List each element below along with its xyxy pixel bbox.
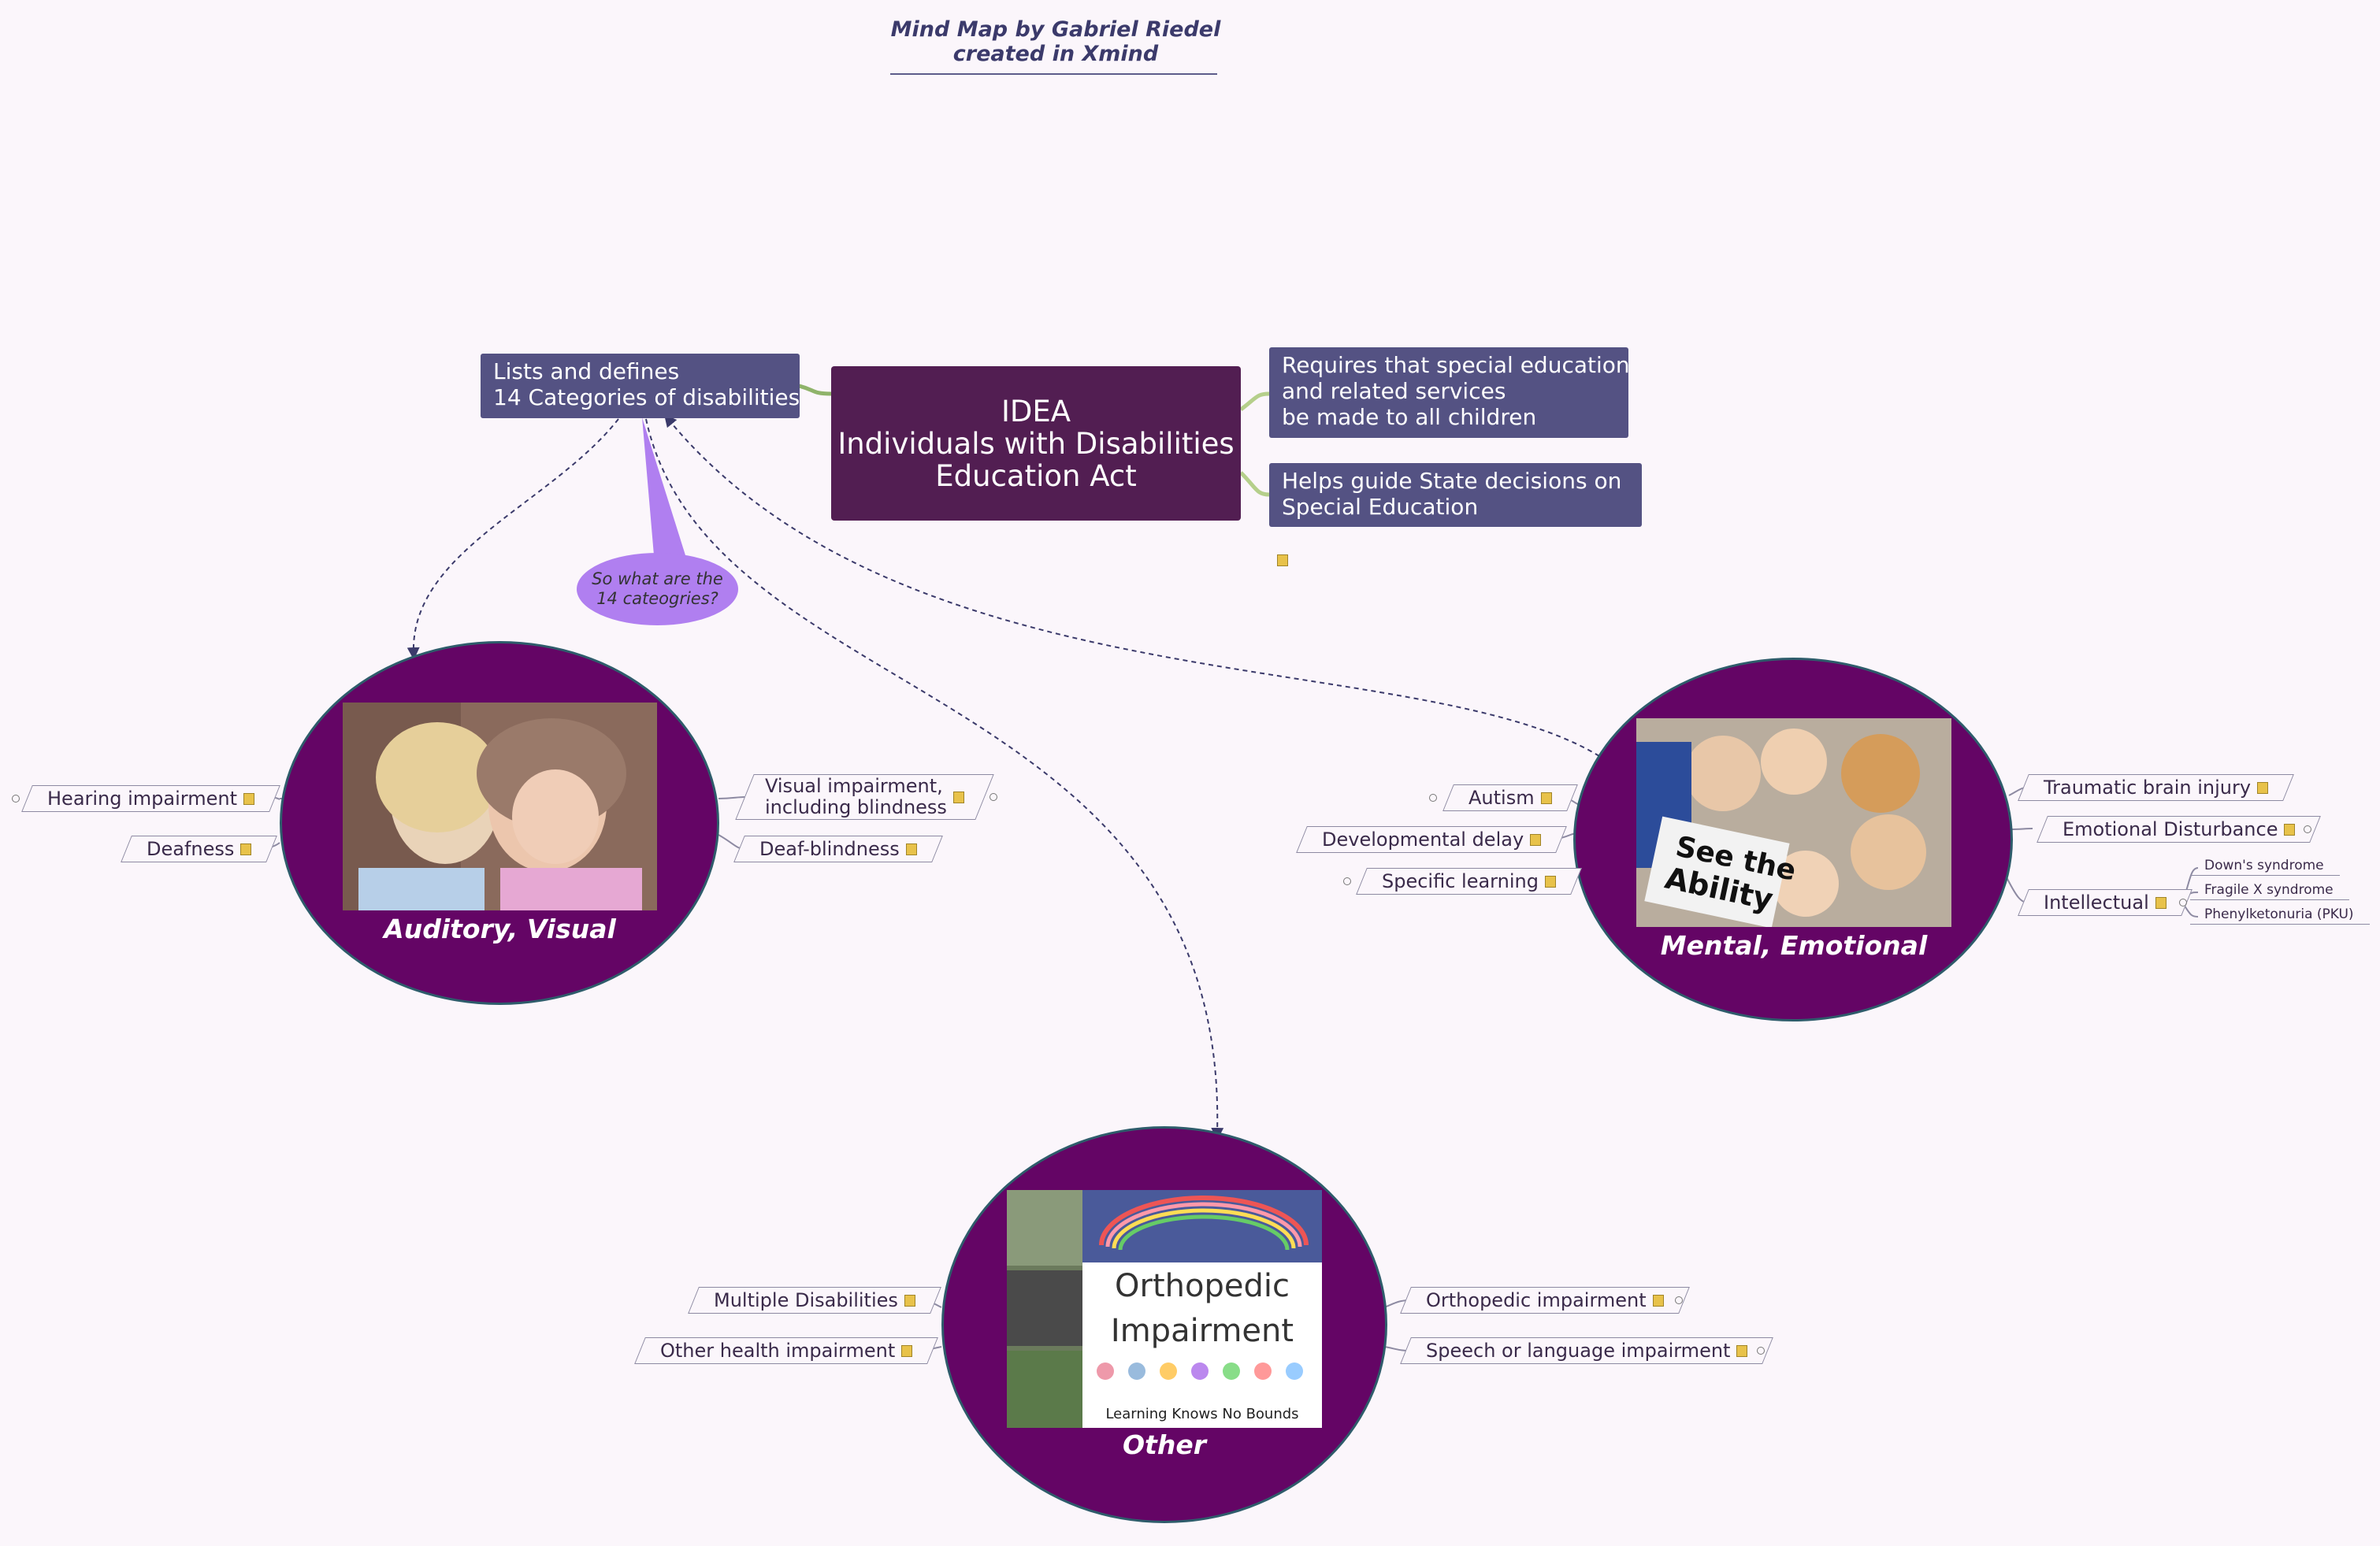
guide-topic[interactable]: Helps guide State decisions on Special E… xyxy=(1269,463,1642,566)
image-caption: Learning Knows No Bounds xyxy=(1105,1406,1298,1422)
expand-icon[interactable] xyxy=(990,793,997,801)
map-title-line2: created in Xmind xyxy=(952,42,1159,66)
auditory-visual-title: Auditory, Visual xyxy=(384,914,616,944)
guide-line1: Helps guide State decisions on xyxy=(1282,468,1622,494)
sub-pku[interactable]: Phenylketonuria (PKU) xyxy=(2190,906,2370,925)
categories-line2: 14 Categories of disabilities xyxy=(493,384,800,410)
expand-icon[interactable] xyxy=(2304,825,2311,833)
note-icon[interactable] xyxy=(2155,896,2167,909)
note-icon[interactable] xyxy=(1530,833,1542,846)
guide-line2: Special Education xyxy=(1282,494,1479,520)
requires-topic[interactable]: Requires that special education and rela… xyxy=(1269,347,1630,438)
mental-emotional-title: Mental, Emotional xyxy=(1660,930,1928,961)
visual-impairment-line1: Visual impairment, xyxy=(765,775,943,797)
central-topic[interactable]: IDEA Individuals with Disabilities Educa… xyxy=(831,366,1241,521)
note-icon[interactable] xyxy=(952,791,964,803)
leaf-developmental-delay[interactable]: Developmental delay xyxy=(1296,826,1568,853)
callout-line2: 14 cateogries? xyxy=(596,589,718,608)
expand-icon[interactable] xyxy=(12,795,20,803)
leaf-deaf-blindness[interactable]: Deaf-blindness xyxy=(733,836,943,862)
map-title-line1: Mind Map by Gabriel Riedel xyxy=(890,17,1221,42)
expand-icon[interactable] xyxy=(1429,794,1437,802)
mental-emotional-image: See the Ability xyxy=(1636,718,1951,927)
leaf-multiple-disabilities[interactable]: Multiple Disabilities xyxy=(688,1287,941,1314)
central-line3: Education Act xyxy=(935,458,1137,493)
note-icon[interactable] xyxy=(1277,554,1288,566)
callout-line1: So what are the xyxy=(592,569,723,588)
question-callout[interactable]: So what are the 14 cateogries? xyxy=(577,553,738,625)
leaf-emotional-disturbance[interactable]: Emotional Disturbance xyxy=(2037,816,2322,843)
relation-to-auditory xyxy=(407,418,619,660)
leaf-speech-language-impairment[interactable]: Speech or language impairment xyxy=(1400,1337,1774,1364)
central-line2: Individuals with Disabilities xyxy=(837,426,1235,461)
map-title: Mind Map by Gabriel Riedel created in Xm… xyxy=(859,17,1253,66)
other-image: Orthopedic Impairment Learning Knows No … xyxy=(1007,1190,1322,1428)
requires-line1: Requires that special education xyxy=(1282,352,1630,378)
note-icon[interactable] xyxy=(2257,781,2269,794)
relation-to-other xyxy=(645,418,1224,1140)
branch-to-categories xyxy=(798,384,832,396)
note-icon[interactable] xyxy=(901,1344,913,1357)
note-icon[interactable] xyxy=(1540,792,1552,804)
expand-icon[interactable] xyxy=(1757,1347,1765,1355)
leaf-hearing-impairment[interactable]: Hearing impairment xyxy=(21,785,280,812)
expand-icon[interactable] xyxy=(1675,1296,1683,1304)
note-icon[interactable] xyxy=(243,792,254,805)
image-heading-line2: Impairment xyxy=(1111,1313,1294,1349)
central-line1: IDEA xyxy=(1001,394,1071,428)
leaf-autism[interactable]: Autism xyxy=(1442,784,1578,811)
visual-impairment-line2: including blindness xyxy=(765,796,947,818)
title-underline xyxy=(890,73,1217,75)
note-icon[interactable] xyxy=(905,843,917,855)
sub-downs-syndrome[interactable]: Down's syndrome xyxy=(2190,858,2340,876)
leaf-deafness[interactable]: Deafness xyxy=(121,836,278,862)
note-icon[interactable] xyxy=(2284,823,2296,836)
note-icon[interactable] xyxy=(240,843,252,855)
leaf-intellectual[interactable]: Intellectual xyxy=(2018,889,2192,916)
leaf-visual-impairment[interactable]: Visual impairment, including blindness xyxy=(735,774,994,820)
leaf-specific-learning[interactable]: Specific learning xyxy=(1356,868,1582,895)
collapse-icon[interactable] xyxy=(2179,899,2187,906)
note-icon[interactable] xyxy=(1736,1344,1748,1357)
sub-fragile-x[interactable]: Fragile X syndrome xyxy=(2190,882,2349,900)
auditory-visual-image xyxy=(343,703,657,910)
leaf-traumatic-brain-injury[interactable]: Traumatic brain injury xyxy=(2018,774,2294,801)
expand-icon[interactable] xyxy=(1343,877,1351,885)
leaf-other-health-impairment[interactable]: Other health impairment xyxy=(634,1337,939,1364)
note-icon[interactable] xyxy=(904,1294,915,1307)
branch-to-requires xyxy=(1239,391,1270,411)
branch-to-guide xyxy=(1239,471,1270,497)
requires-line2: and related services xyxy=(1282,378,1506,404)
other-title: Other xyxy=(1123,1429,1206,1460)
categories-line1: Lists and defines xyxy=(493,358,680,384)
callout-tail xyxy=(642,417,685,555)
leaf-orthopedic-impairment[interactable]: Orthopedic impairment xyxy=(1400,1287,1690,1314)
image-heading-line1: Orthopedic xyxy=(1115,1268,1290,1304)
note-icon[interactable] xyxy=(1652,1294,1664,1307)
categories-topic[interactable]: Lists and defines 14 Categories of disab… xyxy=(481,354,800,418)
requires-line3: be made to all children xyxy=(1282,404,1537,430)
note-icon[interactable] xyxy=(1544,875,1556,888)
